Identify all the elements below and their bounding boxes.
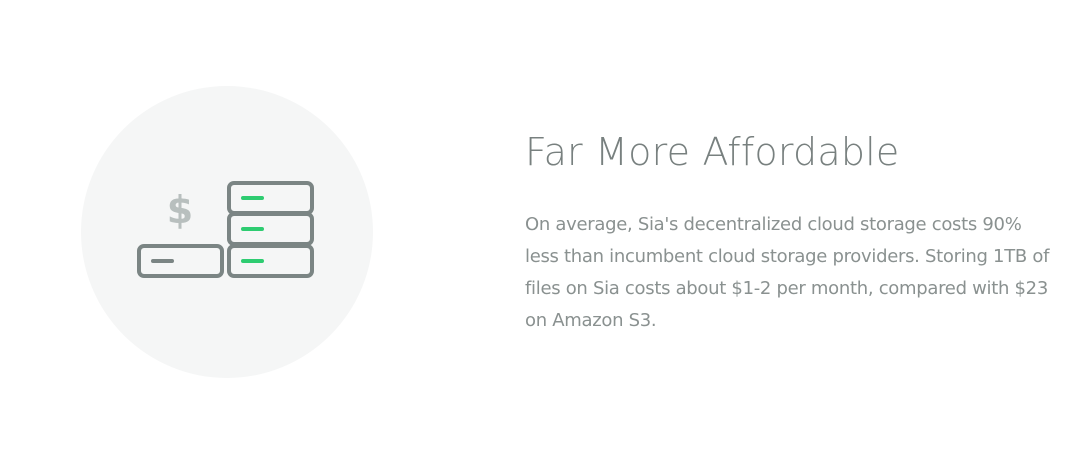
dollar-sign-icon: $ <box>167 188 193 232</box>
feature-title: Far More Affordable <box>525 130 900 174</box>
storage-cost-icon: $ <box>137 181 314 278</box>
illustration-circle: $ <box>81 86 373 378</box>
drive-stack-icon <box>227 181 314 278</box>
single-drive-icon <box>137 244 224 278</box>
feature-content: Far More Affordable On average, Sia's de… <box>525 124 1085 337</box>
feature-description: On average, Sia's decentralized cloud st… <box>525 214 1050 331</box>
